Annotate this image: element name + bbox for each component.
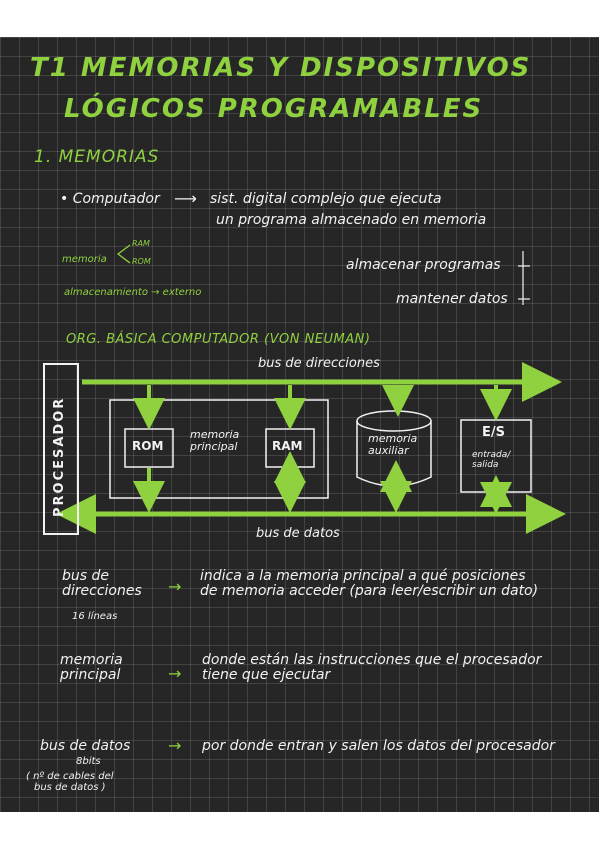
org-heading: ORG. BÁSICA COMPUTADOR (VON NEUMAN) xyxy=(66,332,371,347)
computador-definition-1: sist. digital complejo que ejecuta xyxy=(210,191,442,207)
def-1-term: bus de direcciones xyxy=(62,568,142,600)
def-2-arrow: → xyxy=(168,664,182,683)
von-neumann-diagram xyxy=(43,362,566,535)
def-2-term: memoria principal xyxy=(60,652,123,684)
memoria-label: memoria xyxy=(62,254,107,265)
def-3-note: 8bits xyxy=(76,756,101,767)
bus-datos-label: bus de datos xyxy=(256,526,340,541)
computador-definition-2: un programa almacenado en memoria xyxy=(216,212,487,228)
rom-label: ROM xyxy=(132,257,151,266)
def-3-text: por donde entran y salen los datos del p… xyxy=(202,738,555,754)
almacenar-note: almacenar programas xyxy=(346,257,501,273)
bus-direcciones-label: bus de direcciones xyxy=(258,356,380,371)
procesador-box xyxy=(43,363,79,535)
memoria-principal-box xyxy=(109,399,329,499)
rom-box-label: ROM xyxy=(132,439,164,453)
def-3-arrow: → xyxy=(168,736,182,755)
es-sub-label: entrada/ salida xyxy=(472,450,511,470)
def-3-term: bus de datos xyxy=(40,738,131,754)
title-line-1: T1 MEMORIAS Y DISPOSITIVOS xyxy=(30,53,532,83)
def-1-text: indica a la memoria principal a qué posi… xyxy=(200,568,539,600)
memoria-auxiliar-label: memoria auxiliar xyxy=(368,432,418,458)
def-1-note: 16 líneas xyxy=(72,611,118,622)
memoria-principal-label: memoria principal xyxy=(190,428,240,454)
computador-arrow: ⟶ xyxy=(174,189,197,208)
section-heading: 1. MEMORIAS xyxy=(34,147,160,167)
almacenamiento-note: almacenamiento → externo xyxy=(64,287,202,298)
mantener-note: mantener datos xyxy=(396,291,508,307)
def-1-arrow: → xyxy=(168,577,182,596)
computador-term: • Computador xyxy=(60,191,160,207)
title-line-2: LÓGICOS PROGRAMABLES xyxy=(64,94,484,124)
ram-label: RAM xyxy=(132,239,150,248)
notes-page: T1 MEMORIAS Y DISPOSITIVOS LÓGICOS PROGR… xyxy=(0,37,599,812)
ram-box-label: RAM xyxy=(272,439,303,453)
def-2-text: donde están las instrucciones que el pro… xyxy=(202,652,542,684)
es-box-label: E/S xyxy=(482,425,505,440)
def-3-note2: ( nº de cables del bus de datos ) xyxy=(26,771,114,793)
procesador-label: PROCESADOR xyxy=(52,396,67,517)
